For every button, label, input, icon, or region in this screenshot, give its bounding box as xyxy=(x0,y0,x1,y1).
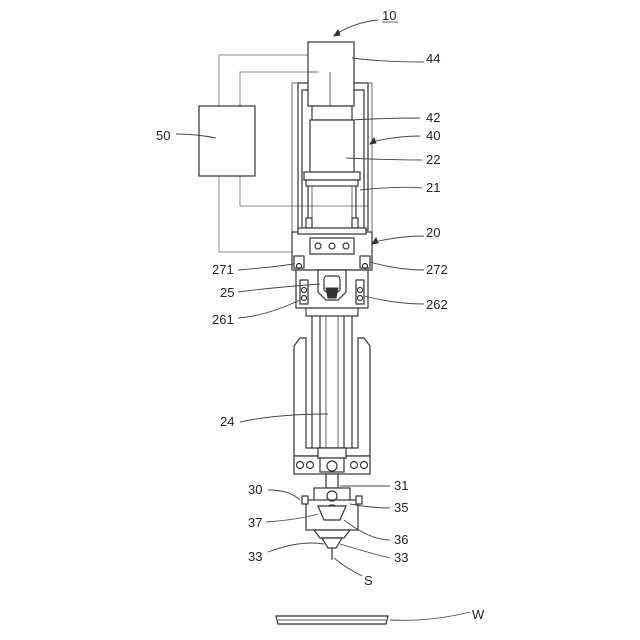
sensor-block-25 xyxy=(296,270,368,308)
label-37: 37 xyxy=(248,515,262,530)
controller-box xyxy=(199,106,255,176)
label-24: 24 xyxy=(220,414,234,429)
label-device-10: 10 xyxy=(382,8,396,23)
label-50: 50 xyxy=(156,128,170,143)
label-35: 35 xyxy=(394,500,408,515)
label-36: 36 xyxy=(394,532,408,547)
label-42: 42 xyxy=(426,110,440,125)
label-33-right: 33 xyxy=(394,550,408,565)
rod-24 xyxy=(294,308,370,456)
label-271: 271 xyxy=(212,262,234,277)
head-assembly-30 xyxy=(302,474,362,560)
label-262: 262 xyxy=(426,297,448,312)
label-31: 31 xyxy=(394,478,408,493)
motor-44 xyxy=(308,42,354,106)
label-20: 20 xyxy=(426,225,440,240)
label-s: S xyxy=(364,573,373,588)
work-piece-w xyxy=(276,616,388,624)
label-33-left: 33 xyxy=(248,549,262,564)
label-22: 22 xyxy=(426,152,440,167)
label-30: 30 xyxy=(248,482,262,497)
label-25: 25 xyxy=(220,285,234,300)
block-20 xyxy=(292,228,372,270)
label-21: 21 xyxy=(426,180,440,195)
actuator-22 xyxy=(304,106,360,228)
label-261: 261 xyxy=(212,312,234,327)
label-w: W xyxy=(472,607,485,622)
label-40: 40 xyxy=(426,128,440,143)
label-44: 44 xyxy=(426,51,440,66)
label-272: 272 xyxy=(426,262,448,277)
